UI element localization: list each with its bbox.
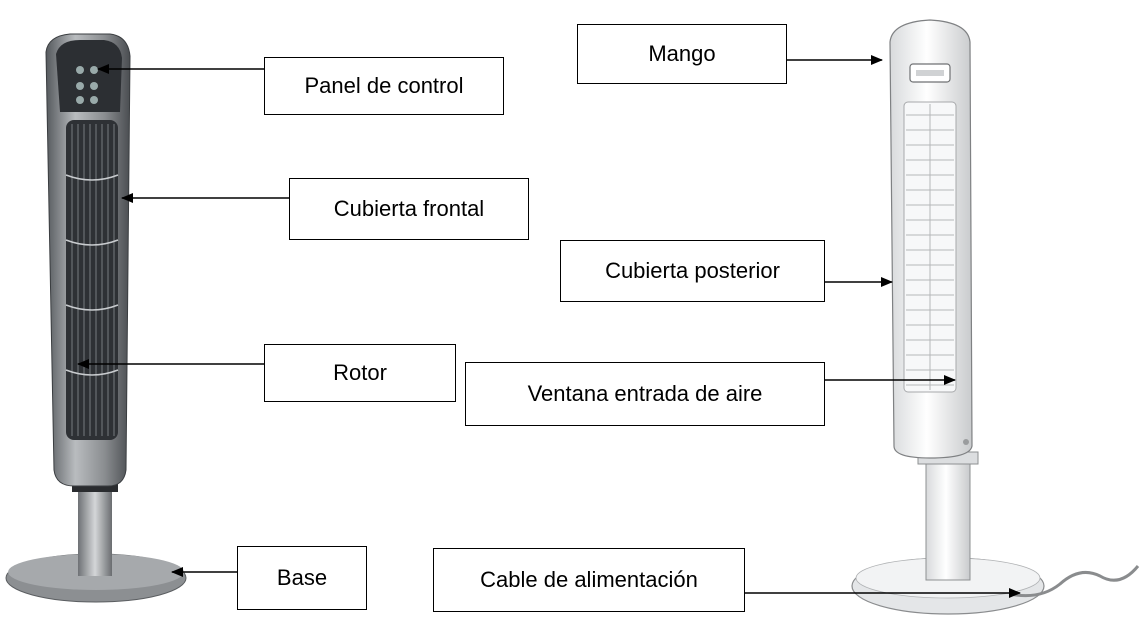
callout-arrows [77,55,1021,598]
rear-fan-pole [925,459,971,581]
label-cubierta-posterior: Cubierta posterior [560,240,825,302]
front-fan-grille [66,120,118,440]
front-fan-control-panel [56,40,122,112]
label-mango: Mango [577,24,787,84]
front-fan-pole [78,488,112,576]
power-cable [1009,565,1140,598]
front-tower-fan [5,33,187,603]
label-rotor: Rotor [264,344,456,402]
rear-tower-fan [851,19,1140,615]
label-panel-control: Panel de control [264,57,504,115]
label-base: Base [237,546,367,610]
label-cubierta-frontal: Cubierta frontal [289,178,529,240]
label-ventana-entrada: Ventana entrada de aire [465,362,825,426]
label-cable: Cable de alimentación [433,548,745,612]
